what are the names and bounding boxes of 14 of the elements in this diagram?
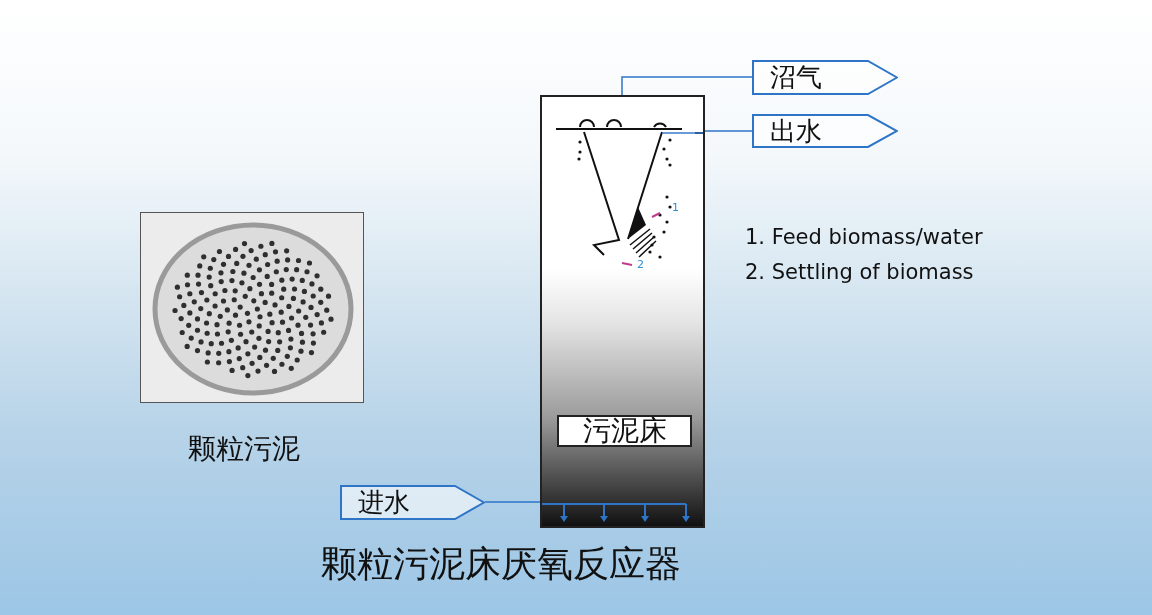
reactor-tank bbox=[540, 95, 705, 528]
note-text: 1. Feed biomass/water bbox=[745, 224, 983, 251]
photo-caption: 颗粒污泥 bbox=[188, 431, 300, 467]
label-tag: 进水 bbox=[340, 485, 485, 520]
connector-line bbox=[484, 501, 541, 503]
connector-line bbox=[621, 76, 753, 96]
diagram-caption: 颗粒污泥床厌氧反应器 bbox=[320, 542, 682, 586]
connector-line bbox=[704, 130, 753, 132]
label-plate: 污泥床 bbox=[557, 415, 692, 447]
callout-number: 1 bbox=[672, 200, 679, 216]
label-tag: 出水 bbox=[752, 114, 898, 148]
note-text: 2. Settling of biomass bbox=[745, 259, 974, 286]
callout-number: 2 bbox=[637, 257, 644, 273]
label-tag: 沼气 bbox=[752, 60, 898, 95]
